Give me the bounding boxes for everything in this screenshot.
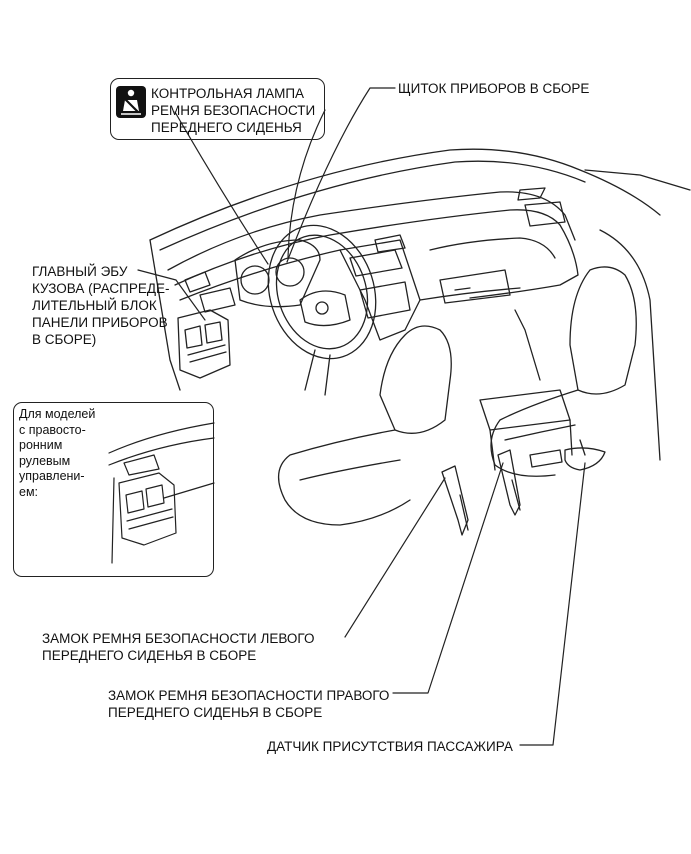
warning-lamp-label: КОНТРОЛЬНАЯ ЛАМПА РЕМНЯ БЕЗОПАСНОСТИ ПЕР… [151,86,316,135]
instrument-cluster [234,239,321,308]
warning-lamp-callout-box [110,78,325,140]
left-buckle-label: ЗАМОК РЕМНЯ БЕЗОПАСНОСТИ ЛЕВОГО ПЕРЕДНЕГ… [42,631,315,663]
left-front-seat [379,325,452,434]
occupant-sensor-label: ДАТЧИК ПРИСУТСТВИЯ ПАССАЖИРА [267,739,513,754]
rhd-junction-block-illustration [108,422,215,564]
windshield-outline [149,148,661,241]
dashboard-outline [167,191,576,271]
main-body-ecu-label: ГЛАВНЫЙ ЭБУ КУЗОВА (РАСПРЕДЕ- ЛИТЕЛЬНЫЙ … [32,264,170,347]
rhd-inset-note: Для моделей с правосто- ронним рулевым у… [19,407,96,499]
occupant-sensor [564,447,606,471]
junction-block [177,309,231,379]
instrument-cluster-label: ЩИТОК ПРИБОРОВ В СБОРЕ [398,81,590,96]
rhd-inset: Для моделей с правосто- ронним рулевым у… [13,402,215,577]
right-buckle [497,449,521,516]
right-front-seat [569,266,637,395]
right-buckle-label: ЗАМОК РЕМНЯ БЕЗОПАСНОСТИ ПРАВОГО ПЕРЕДНЕ… [108,688,390,720]
left-buckle [441,465,469,536]
seatbelt-warning-icon [116,86,146,118]
